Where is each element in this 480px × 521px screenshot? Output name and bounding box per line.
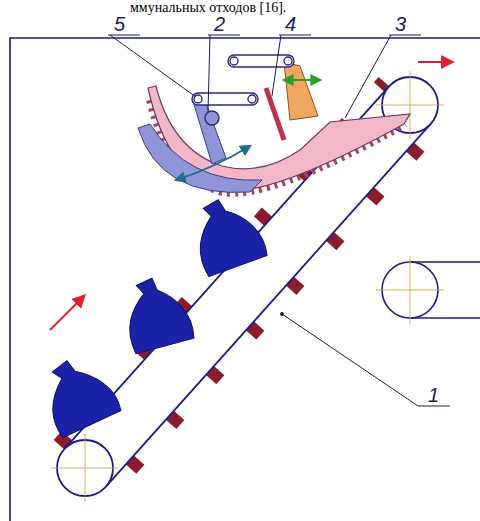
links — [192, 55, 294, 125]
callout-number: 3 — [395, 14, 406, 34]
text-fragment: ммунальных отходов [16]. — [130, 1, 286, 15]
arm-shell — [138, 124, 262, 192]
leader-dot — [280, 312, 284, 316]
stroke-arrow — [284, 79, 320, 81]
callout-number: 1 — [428, 385, 439, 405]
piston-rod — [266, 88, 284, 140]
arm — [192, 98, 226, 164]
motion-arrow — [50, 296, 84, 330]
inclined-conveyor — [51, 71, 444, 502]
cylinder-block — [284, 62, 318, 120]
callout-number: 2 — [214, 14, 225, 34]
motion-arrow — [418, 61, 452, 63]
discharge-conveyor — [376, 256, 480, 324]
callout-number: 4 — [285, 14, 296, 34]
leader-lines — [108, 35, 450, 406]
frame — [10, 38, 480, 521]
swing-arrow — [176, 146, 250, 180]
waste-bags — [33, 190, 268, 438]
callout-number: 5 — [114, 14, 125, 34]
